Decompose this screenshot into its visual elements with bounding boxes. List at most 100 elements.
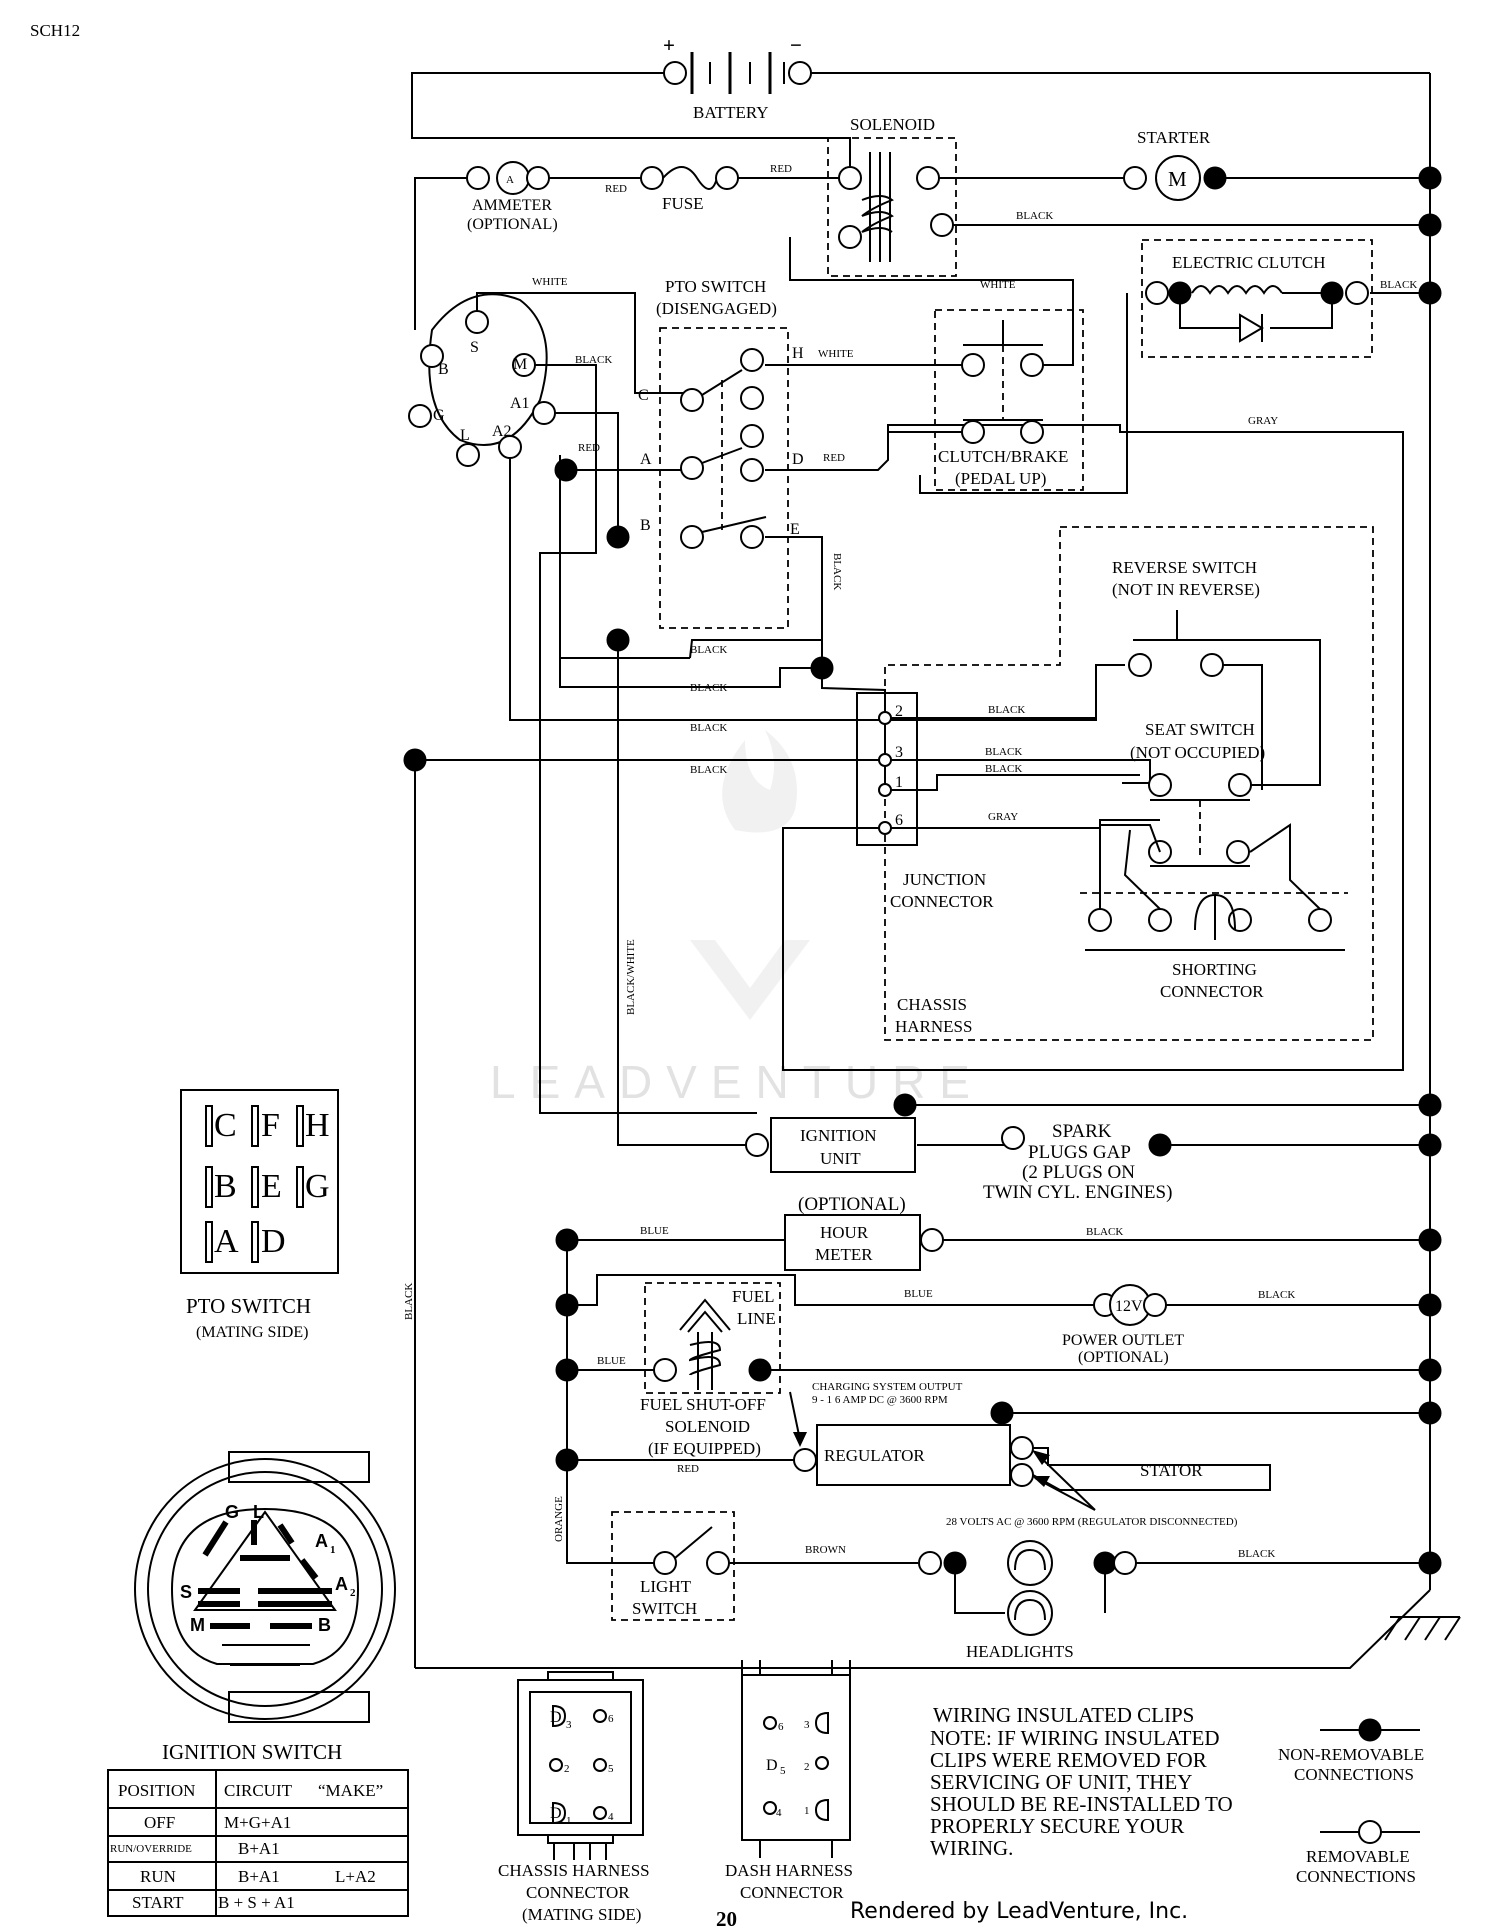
pto-mating-a: A xyxy=(214,1223,239,1260)
junction-pin-6: 6 xyxy=(895,812,903,829)
pto-mating-diagram xyxy=(180,1089,339,1274)
ammeter-note: (OPTIONAL) xyxy=(467,216,558,233)
ign-row-start-position: START xyxy=(132,1893,184,1912)
regulator xyxy=(789,1391,1271,1511)
light-switch xyxy=(611,1511,735,1621)
charging-label-1: CHARGING SYSTEM OUTPUT xyxy=(812,1381,963,1393)
clutch-brake-state: (PEDAL UP) xyxy=(955,469,1046,488)
ignition-unit-label-2: UNIT xyxy=(820,1149,861,1168)
wire-label-black-solenoid: BLACK xyxy=(1016,210,1053,222)
wire-label-black-lights: BLACK xyxy=(1238,1548,1275,1560)
chassis-connector-title-3: (MATING SIDE) xyxy=(522,1905,641,1924)
note-line-2: CLIPS WERE REMOVED FOR xyxy=(930,1748,1207,1772)
wire-label-red-3: RED xyxy=(578,442,600,454)
dash-pin-6: 6 xyxy=(778,1721,784,1733)
fuse-label: FUSE xyxy=(662,194,704,213)
legend-non-removable xyxy=(1320,1718,1420,1742)
fuel-solenoid-label-1: FUEL SHUT-OFF xyxy=(640,1395,766,1414)
hour-meter-optional: (OPTIONAL) xyxy=(798,1194,906,1215)
charging-label-2: 9 - 1 6 AMP DC @ 3600 RPM xyxy=(812,1394,948,1406)
dash-connector-title-2: CONNECTOR xyxy=(740,1883,844,1902)
wire-label-black-6: BLACK xyxy=(985,746,1022,758)
ignition-switch-title: IGNITION SWITCH xyxy=(162,1740,342,1764)
clutch-brake-switch xyxy=(934,309,1084,491)
ign-face-l: L xyxy=(253,1502,264,1522)
wires xyxy=(411,72,1461,1669)
ignition-terminal-block xyxy=(408,293,556,467)
junction-pin-3: 3 xyxy=(895,744,903,761)
ignition-terminal-a2: A2 xyxy=(492,423,512,440)
chassis-harness xyxy=(884,526,1374,1041)
ignition-unit xyxy=(745,1117,1172,1173)
wire-label-blue-1: BLUE xyxy=(640,1225,669,1237)
dash-pin-2: 2 xyxy=(804,1761,810,1773)
regulator-label: REGULATOR xyxy=(824,1446,925,1465)
spark-label-1: SPARK xyxy=(1052,1121,1112,1142)
ign-table-header-circuit: CIRCUIT xyxy=(224,1781,293,1800)
wire-labels: RED RED BLACK WHITE WHITE WHITE BLACK BL… xyxy=(403,163,1417,1560)
ign-face-b: B xyxy=(318,1615,331,1635)
stator-label: STATOR xyxy=(1140,1461,1203,1480)
wire-label-black-white: BLACK/WHITE xyxy=(625,939,637,1015)
power-outlet xyxy=(1093,1284,1167,1326)
wire-label-black-7: BLACK xyxy=(985,763,1022,775)
starter-label: STARTER xyxy=(1137,128,1211,147)
chassis-pin-d3: D xyxy=(550,1709,562,1726)
legend-removable xyxy=(1320,1820,1420,1844)
junction-label-2: CONNECTOR xyxy=(890,892,994,911)
dash-pin-d5-num: 5 xyxy=(780,1765,786,1777)
pto-mating-g: G xyxy=(305,1168,330,1205)
wire-label-black-3: BLACK xyxy=(690,722,727,734)
wire-label-black-2: BLACK xyxy=(690,682,727,694)
hour-meter-label-1: HOUR xyxy=(820,1223,869,1242)
wire-label-black-hour: BLACK xyxy=(1086,1226,1123,1238)
pto-mating-f: F xyxy=(261,1107,280,1144)
chassis-pin-5: 5 xyxy=(608,1763,614,1775)
dash-pin-d5: D xyxy=(766,1757,778,1774)
power-outlet-symbol: 12V xyxy=(1115,1298,1143,1315)
reverse-switch-label: REVERSE SWITCH xyxy=(1112,558,1257,577)
hour-meter-label-2: METER xyxy=(815,1245,873,1264)
legend-removable-2: CONNECTIONS xyxy=(1296,1867,1416,1886)
battery xyxy=(663,52,812,94)
chassis-pin-2: 2 xyxy=(564,1763,570,1775)
shorting-connector-label-1: SHORTING xyxy=(1172,960,1257,979)
chassis-harness-connector xyxy=(517,1671,644,1860)
note-line-6: WIRING. xyxy=(930,1836,1013,1860)
headlights-label: HEADLIGHTS xyxy=(966,1642,1074,1661)
ign-face-m: M xyxy=(190,1615,205,1635)
wire-label-white-1: WHITE xyxy=(532,276,568,288)
pto-terminal-d: D xyxy=(792,451,804,468)
wire-label-black-m: BLACK xyxy=(575,354,612,366)
ign-row-off-circuit: M+G+A1 xyxy=(224,1813,291,1832)
clutch-brake-label: CLUTCH/BRAKE xyxy=(938,447,1068,466)
note-title: WIRING INSULATED CLIPS xyxy=(933,1703,1194,1727)
wire-label-red-reg: RED xyxy=(677,1463,699,1475)
hour-meter xyxy=(784,1214,944,1271)
pto-mating-e: E xyxy=(261,1168,282,1205)
wire-label-white-3: WHITE xyxy=(818,348,854,360)
wire-label-black-e: BLACK xyxy=(831,553,843,590)
light-switch-label-1: LIGHT xyxy=(640,1577,692,1596)
power-outlet-label-2: (OPTIONAL) xyxy=(1078,1349,1169,1366)
ign-row-off-position: OFF xyxy=(144,1813,175,1832)
dash-pin-4: 4 xyxy=(776,1807,782,1819)
shorting-connector-label-2: CONNECTOR xyxy=(1160,982,1264,1001)
ign-row-run-extra: L+A2 xyxy=(335,1867,376,1886)
pto-mating-c: C xyxy=(214,1107,237,1144)
battery-minus: − xyxy=(790,33,802,57)
power-outlet-label-1: POWER OUTLET xyxy=(1062,1332,1184,1349)
legend-removable-1: REMOVABLE xyxy=(1306,1847,1410,1866)
fuel-solenoid xyxy=(644,1282,781,1394)
wire-label-blue-2: BLUE xyxy=(904,1288,933,1300)
chassis-pin-6: 6 xyxy=(608,1713,614,1725)
footer-credit: Rendered by LeadVenture, Inc. xyxy=(850,1899,1188,1924)
chassis-connector-title-1: CHASSIS HARNESS xyxy=(498,1861,650,1880)
dash-pin-3: 3 xyxy=(804,1719,810,1731)
ignition-terminal-a1: A1 xyxy=(510,395,530,412)
pto-mating-title: PTO SWITCH xyxy=(186,1294,311,1318)
chassis-harness-label-2: HARNESS xyxy=(895,1017,972,1036)
dash-connector-title-1: DASH HARNESS xyxy=(725,1861,853,1880)
chassis-pin-d3-num: 3 xyxy=(566,1719,572,1731)
wire-label-blue-3: BLUE xyxy=(597,1355,626,1367)
